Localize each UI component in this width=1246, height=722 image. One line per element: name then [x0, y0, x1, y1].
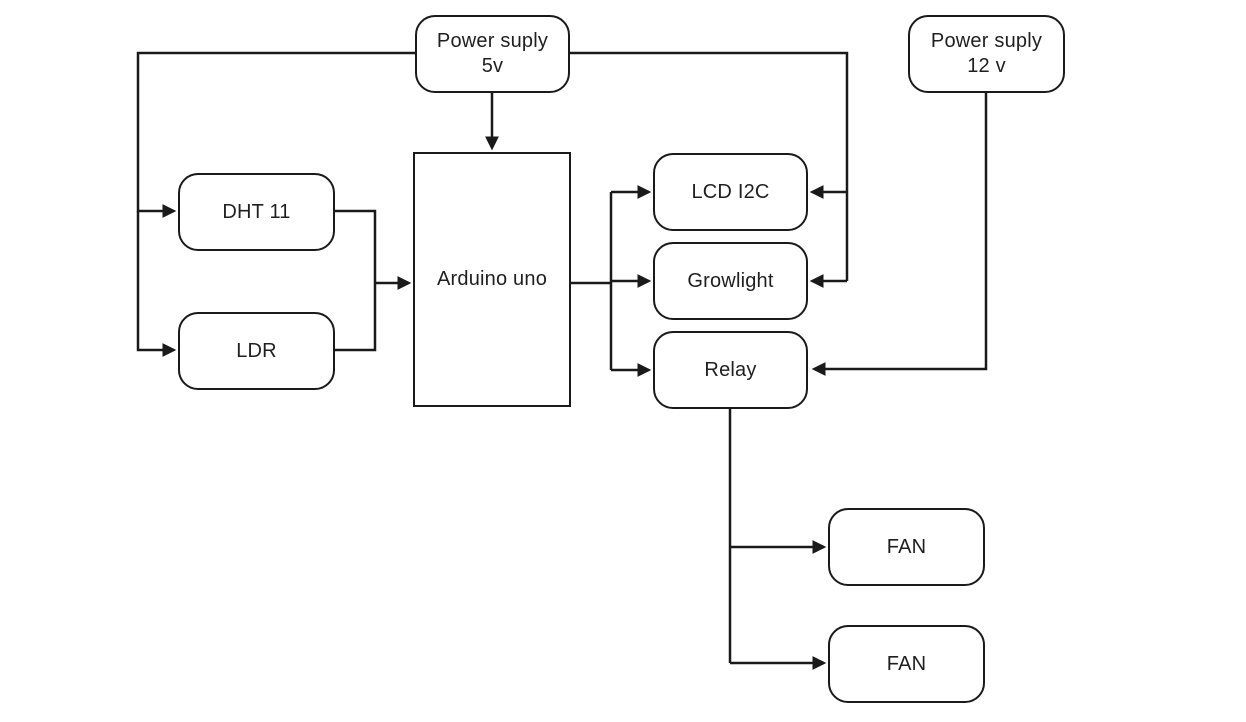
edge-power5v-dht11	[136, 51, 415, 218]
node-power-supply-12v-label-line1: Power suply	[930, 30, 1043, 52]
node-relay: Relay	[653, 331, 808, 409]
node-power-supply-12v-label-line2: 12 v	[967, 55, 1006, 77]
edge-power5v-ldr	[136, 211, 177, 357]
node-power-supply-5v: Power suply 5v	[415, 15, 570, 93]
node-ldr-label: LDR	[236, 339, 277, 362]
node-power-supply-5v-label-line1: Power suply	[436, 30, 549, 52]
node-fan-2-label: FAN	[886, 652, 927, 675]
node-power-supply-12v: Power suply 12 v	[908, 15, 1065, 93]
node-growlight: Growlight	[653, 242, 808, 320]
node-lcd-label: LCD I2C	[691, 180, 770, 203]
node-power-supply-5v-label-line2: 5v	[481, 55, 504, 77]
edge-arduino-bus	[571, 192, 613, 370]
node-arduino-label: Arduino uno	[436, 268, 548, 290]
edge-power12v-relay	[811, 93, 988, 376]
node-dht11-sensor: DHT 11	[178, 173, 335, 251]
node-growlight-label: Growlight	[687, 269, 774, 292]
node-fan-1: FAN	[828, 508, 985, 586]
node-fan-2: FAN	[828, 625, 985, 703]
edge-power5v-rightbus	[570, 51, 849, 281]
edge-sensors-bus	[335, 209, 377, 352]
node-lcd-i2c: LCD I2C	[653, 153, 808, 231]
node-fan-1-label: FAN	[886, 535, 927, 558]
node-relay-label: Relay	[704, 358, 757, 381]
node-arduino-uno: Arduino uno	[413, 152, 571, 407]
node-dht11-label: DHT 11	[222, 200, 291, 223]
node-ldr-sensor: LDR	[178, 312, 335, 390]
